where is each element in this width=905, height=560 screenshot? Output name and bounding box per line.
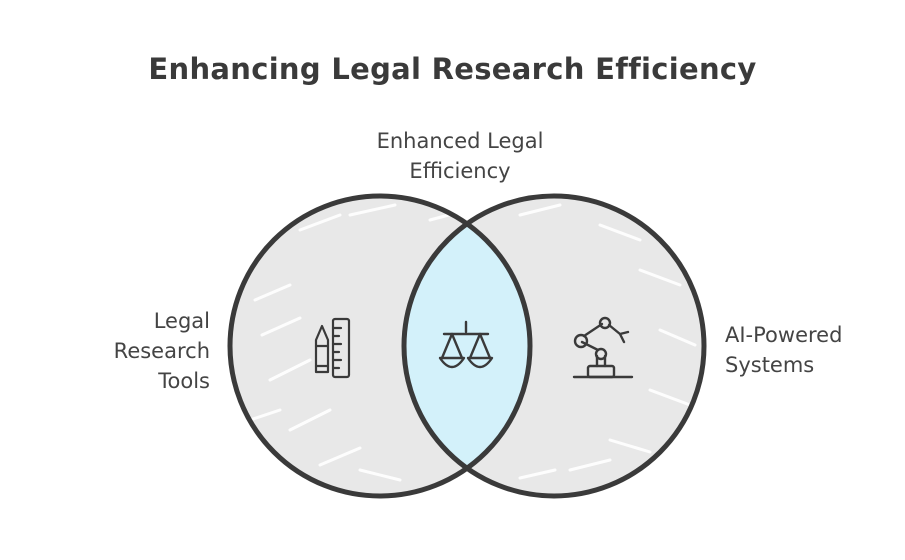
intersection-label: Enhanced Legal Efficiency [330, 126, 590, 186]
left-circle-outline [227, 193, 533, 499]
diagram-title: Enhancing Legal Research Efficiency [148, 52, 757, 86]
left-set-label-line: Legal [153, 309, 210, 333]
right-set-label-line: AI-Powered [725, 323, 843, 347]
right-set-label-line: Systems [725, 353, 815, 377]
right-set-label: AI-Powered Systems [725, 320, 895, 380]
intersection-label-line: Enhanced Legal [376, 129, 544, 153]
left-set-label-line: Tools [158, 369, 210, 393]
right-circle-outline [401, 193, 707, 499]
pencil-ruler-icon [314, 317, 351, 379]
intersection-label-line: Efficiency [409, 159, 511, 183]
left-set-label: Legal Research Tools [70, 306, 210, 396]
hatch-marks [248, 203, 697, 482]
intersection-fill [404, 196, 530, 496]
scales-icon [438, 320, 494, 369]
robotic-arm-icon [572, 316, 634, 379]
left-set-label-line: Research [113, 339, 210, 363]
